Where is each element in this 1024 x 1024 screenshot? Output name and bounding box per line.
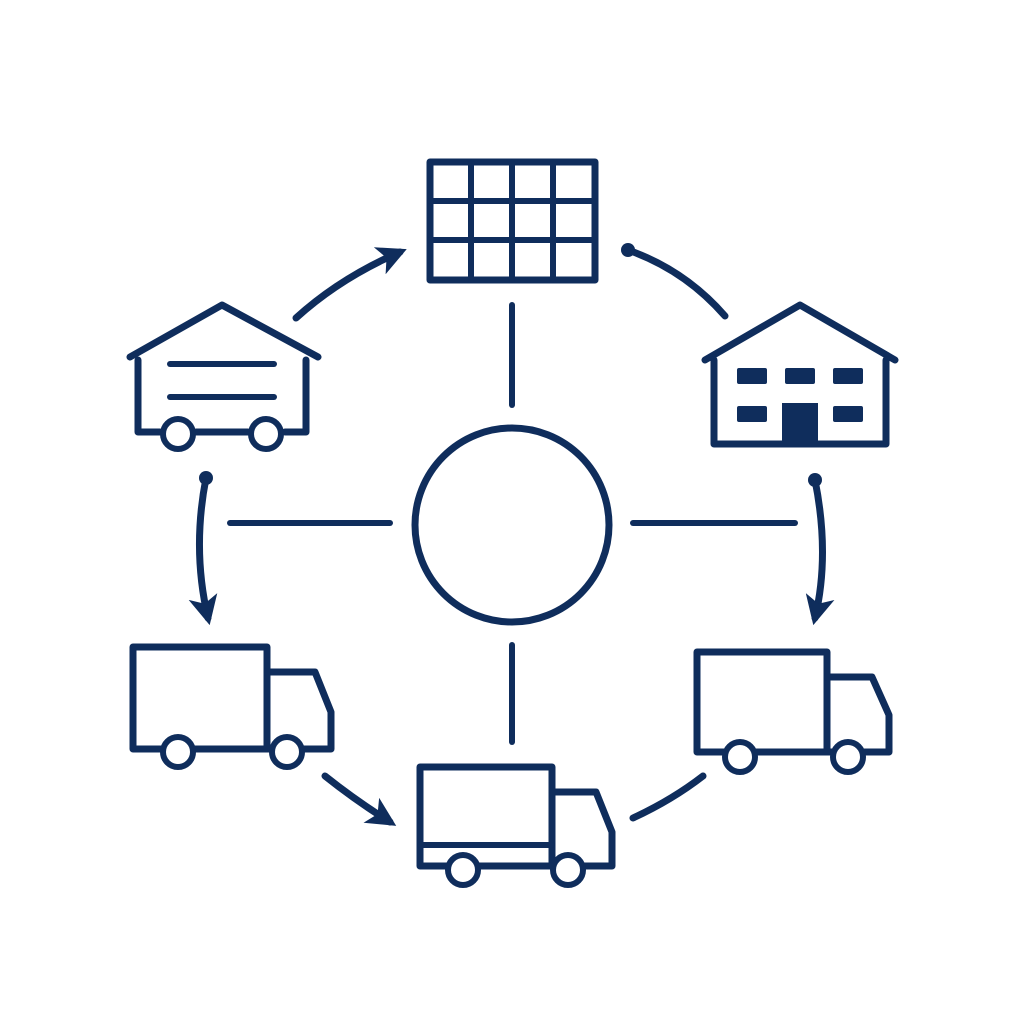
delivery-truck-icon [693,648,893,775]
flow-arrow-factory-to-truck [805,476,835,626]
flow-line-truck-right-to-bottom [629,772,707,822]
hub-circle-icon [411,424,613,626]
solar-panel-grid-icon [426,158,599,284]
delivery-truck-icon [129,643,335,770]
delivery-truck-icon [416,763,616,888]
mobile-warehouse-icon [126,301,322,452]
flow-arrow-warehouse-to-truck [188,474,218,626]
factory-building-icon [701,301,899,448]
flow-arrow-truck-to-truck-bottom [321,772,397,826]
flow-line-grid-to-factory [624,246,729,320]
flow-arrow-warehouse-to-grid [292,247,407,322]
